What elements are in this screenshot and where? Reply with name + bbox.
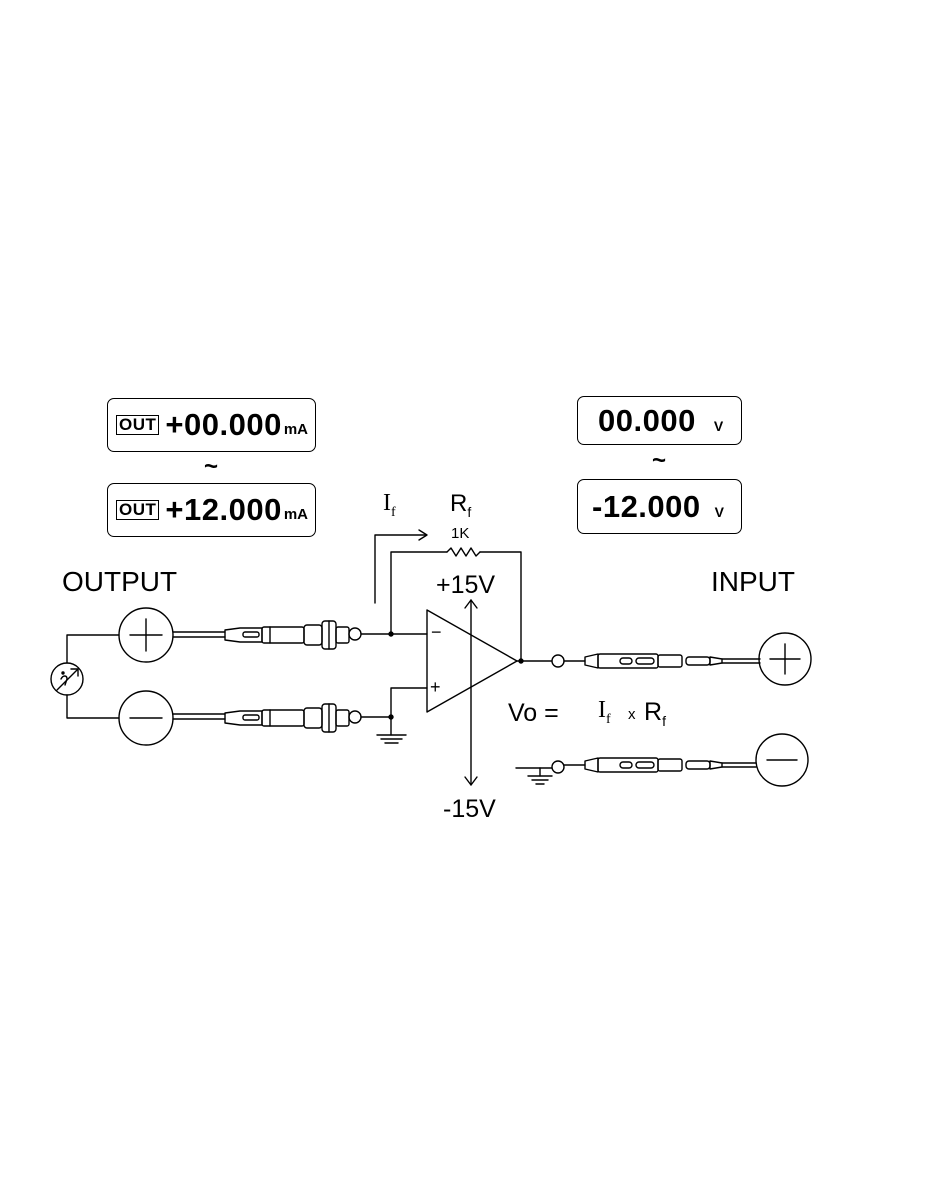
test-probe-icon bbox=[564, 758, 722, 772]
test-probe-icon bbox=[564, 654, 722, 668]
ground-icon bbox=[516, 768, 552, 784]
ground-icon bbox=[377, 717, 406, 743]
opamp-icon bbox=[427, 610, 517, 712]
plus-terminal-icon bbox=[119, 608, 173, 662]
resistor-icon bbox=[447, 548, 480, 556]
current-source-icon bbox=[51, 663, 83, 695]
minus-terminal-icon bbox=[119, 691, 173, 745]
minus-terminal-icon bbox=[756, 734, 808, 786]
test-probe-icon bbox=[225, 704, 361, 732]
plus-terminal-icon bbox=[759, 633, 811, 685]
test-probe-icon bbox=[225, 621, 361, 649]
